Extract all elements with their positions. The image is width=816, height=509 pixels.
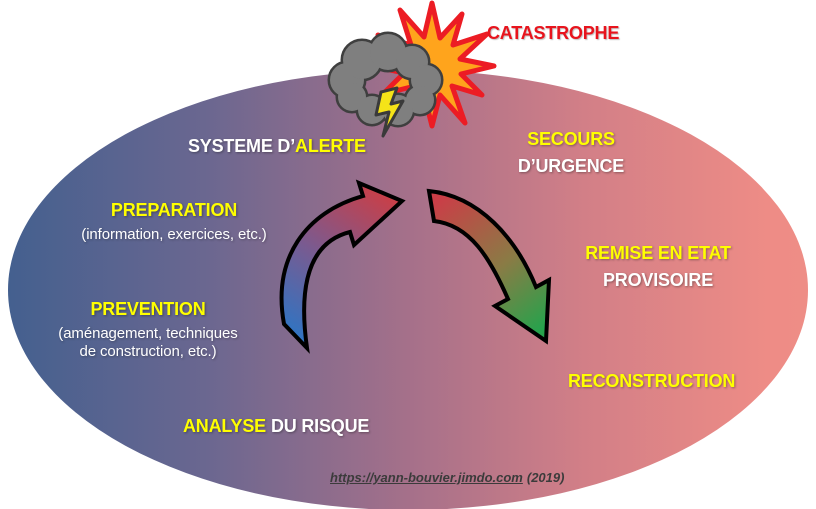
footer-year: (2019): [526, 470, 565, 485]
footer-link[interactable]: https://yann-bouvier.jimdo.com: [330, 470, 523, 485]
label-secours-block: SECOURS D’URGENCE: [496, 129, 646, 176]
label-systeme-alerte: SYSTEME D’ALERTE: [188, 136, 366, 156]
label-systeme-yellow: ALERTE: [295, 136, 366, 156]
label-catastrophe: CATASTROPHE: [487, 23, 620, 43]
lightning-icon: [374, 86, 405, 138]
label-secours-line2: D’URGENCE: [517, 156, 625, 176]
label-preparation-note: (information, exercices, etc.): [81, 226, 267, 243]
label-analyse-white: DU RISQUE: [270, 416, 370, 436]
label-prevention-block: PREVENTION (aménagement, techniques de c…: [28, 299, 268, 361]
label-secours-line1: SECOURS: [527, 129, 615, 149]
label-prevention: PREVENTION: [90, 299, 206, 319]
label-remise-line1: REMISE EN ETAT: [585, 243, 731, 263]
footer-source: https://yann-bouvier.jimdo.com(2019): [330, 470, 564, 485]
label-prevention-note-line1: (aménagement, techniques: [58, 325, 238, 342]
label-systeme-white: SYSTEME D’: [188, 136, 296, 156]
cycle-arrow-right-icon: [426, 188, 552, 345]
label-remise-line2: PROVISOIRE: [602, 270, 714, 290]
cycle-arrow-left-icon: [279, 179, 406, 354]
label-prevention-note-line2: de construction, etc.): [79, 343, 217, 360]
label-preparation-block: PREPARATION (information, exercices, etc…: [44, 200, 304, 244]
label-remise-block: REMISE EN ETAT PROVISOIRE: [572, 243, 744, 290]
label-analyse-yellow: ANALYSE: [183, 416, 266, 436]
gradient-ellipse-background: [8, 70, 808, 509]
label-reconstruction: RECONSTRUCTION: [568, 371, 736, 391]
label-preparation: PREPARATION: [110, 200, 238, 220]
